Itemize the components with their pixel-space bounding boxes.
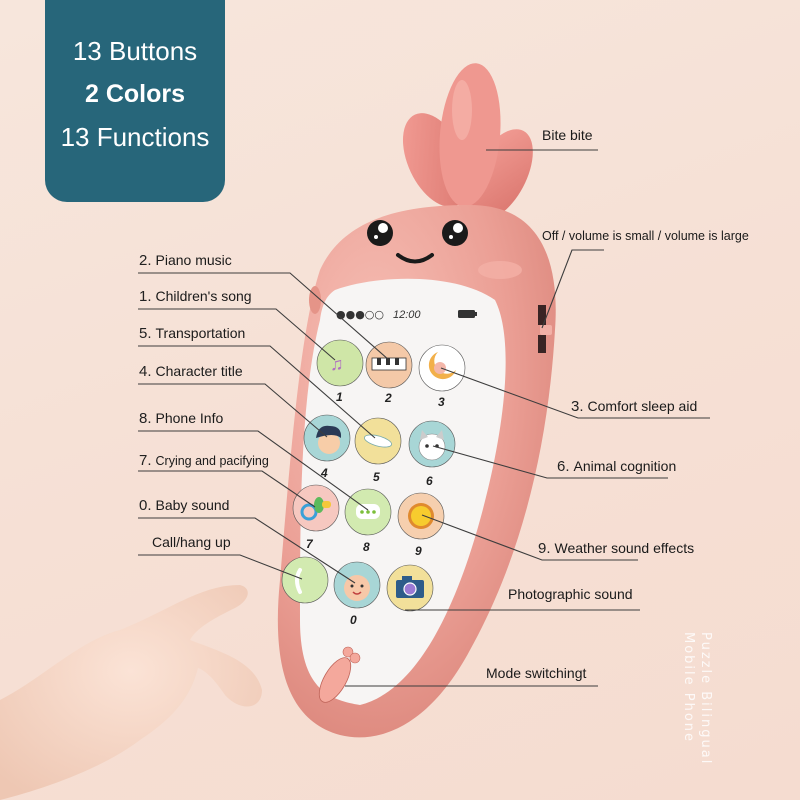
label-phone-info: 8.Phone Info — [139, 410, 224, 427]
label-comfort-sleep-aid: 3.Comfort sleep aid — [571, 398, 698, 415]
svg-text:3: 3 — [438, 395, 445, 409]
label-character-title: 4.Character title — [139, 363, 243, 380]
label-photographic-sound: Photographic sound — [508, 586, 633, 602]
svg-text:6: 6 — [426, 474, 433, 488]
bite-leaves — [402, 63, 533, 221]
battery-icon — [458, 310, 477, 318]
baby-hand — [0, 585, 262, 800]
label-volume-switch: Off / volume is small / volume is large — [542, 229, 749, 243]
svg-text:2: 2 — [384, 391, 392, 405]
label-mode-switching: Mode switchingt — [486, 665, 587, 681]
key-5-airplane-icon[interactable]: 5 — [354, 417, 402, 484]
key-camera-icon[interactable] — [386, 564, 434, 612]
mode-switch-carrot-icon[interactable] — [313, 646, 361, 707]
svg-text:5: 5 — [373, 470, 380, 484]
carrot-face — [309, 220, 522, 314]
label-call-hang-up: Call/hang up — [152, 534, 231, 550]
key-6-cat-face-icon[interactable]: 6 — [408, 420, 456, 488]
key-call-phone-handset-icon[interactable] — [281, 556, 329, 604]
svg-text:9: 9 — [415, 544, 422, 558]
key-0-baby-face-icon[interactable]: 0 — [333, 561, 381, 627]
badge-buttons-count: 13 Buttons — [72, 36, 198, 66]
clock: 12:00 — [393, 309, 421, 321]
volume-switch[interactable] — [538, 305, 552, 353]
product-watermark: Puzzle Bilingual Mobile Phone — [681, 632, 713, 766]
key-8-chat-bubble-icon[interactable]: 8 — [344, 488, 392, 554]
signal-dots: ●●●○○ — [336, 308, 384, 321]
label-piano-music: 2.Piano music — [139, 252, 232, 269]
keypad[interactable]: ♫ 1 2 3 4 5 — [281, 339, 466, 707]
leader-lines — [138, 149, 710, 687]
label-transportation: 5.Transportation — [139, 325, 246, 342]
label-weather-sound-effects: 9.Weather sound effects — [538, 540, 695, 557]
badge-functions-count: 13 Functions — [60, 122, 210, 152]
label-baby-sound: 0.Baby sound — [139, 497, 230, 514]
label-animal-cognition: 6.Animal cognition — [557, 458, 677, 475]
svg-text:8: 8 — [363, 540, 370, 554]
label-crying-and-pacifying: 7.Crying and pacifying — [139, 452, 269, 469]
key-7-pacifier-icon[interactable]: 7 — [292, 484, 340, 551]
key-2-piano-keys-icon[interactable]: 2 — [365, 341, 413, 405]
svg-text:7: 7 — [306, 537, 314, 551]
feature-badge: 13 Buttons 2 Colors 13 Functions — [45, 0, 225, 202]
badge-colors-count: 2 Colors — [84, 80, 186, 108]
label-bite-bite: Bite bite — [542, 127, 593, 143]
key-9-sun-icon[interactable]: 9 — [397, 492, 445, 558]
svg-text:0: 0 — [350, 613, 357, 627]
svg-text:1: 1 — [336, 390, 343, 404]
label-childrens-song: 1.Children's song — [139, 288, 252, 305]
svg-text:4: 4 — [320, 466, 328, 480]
